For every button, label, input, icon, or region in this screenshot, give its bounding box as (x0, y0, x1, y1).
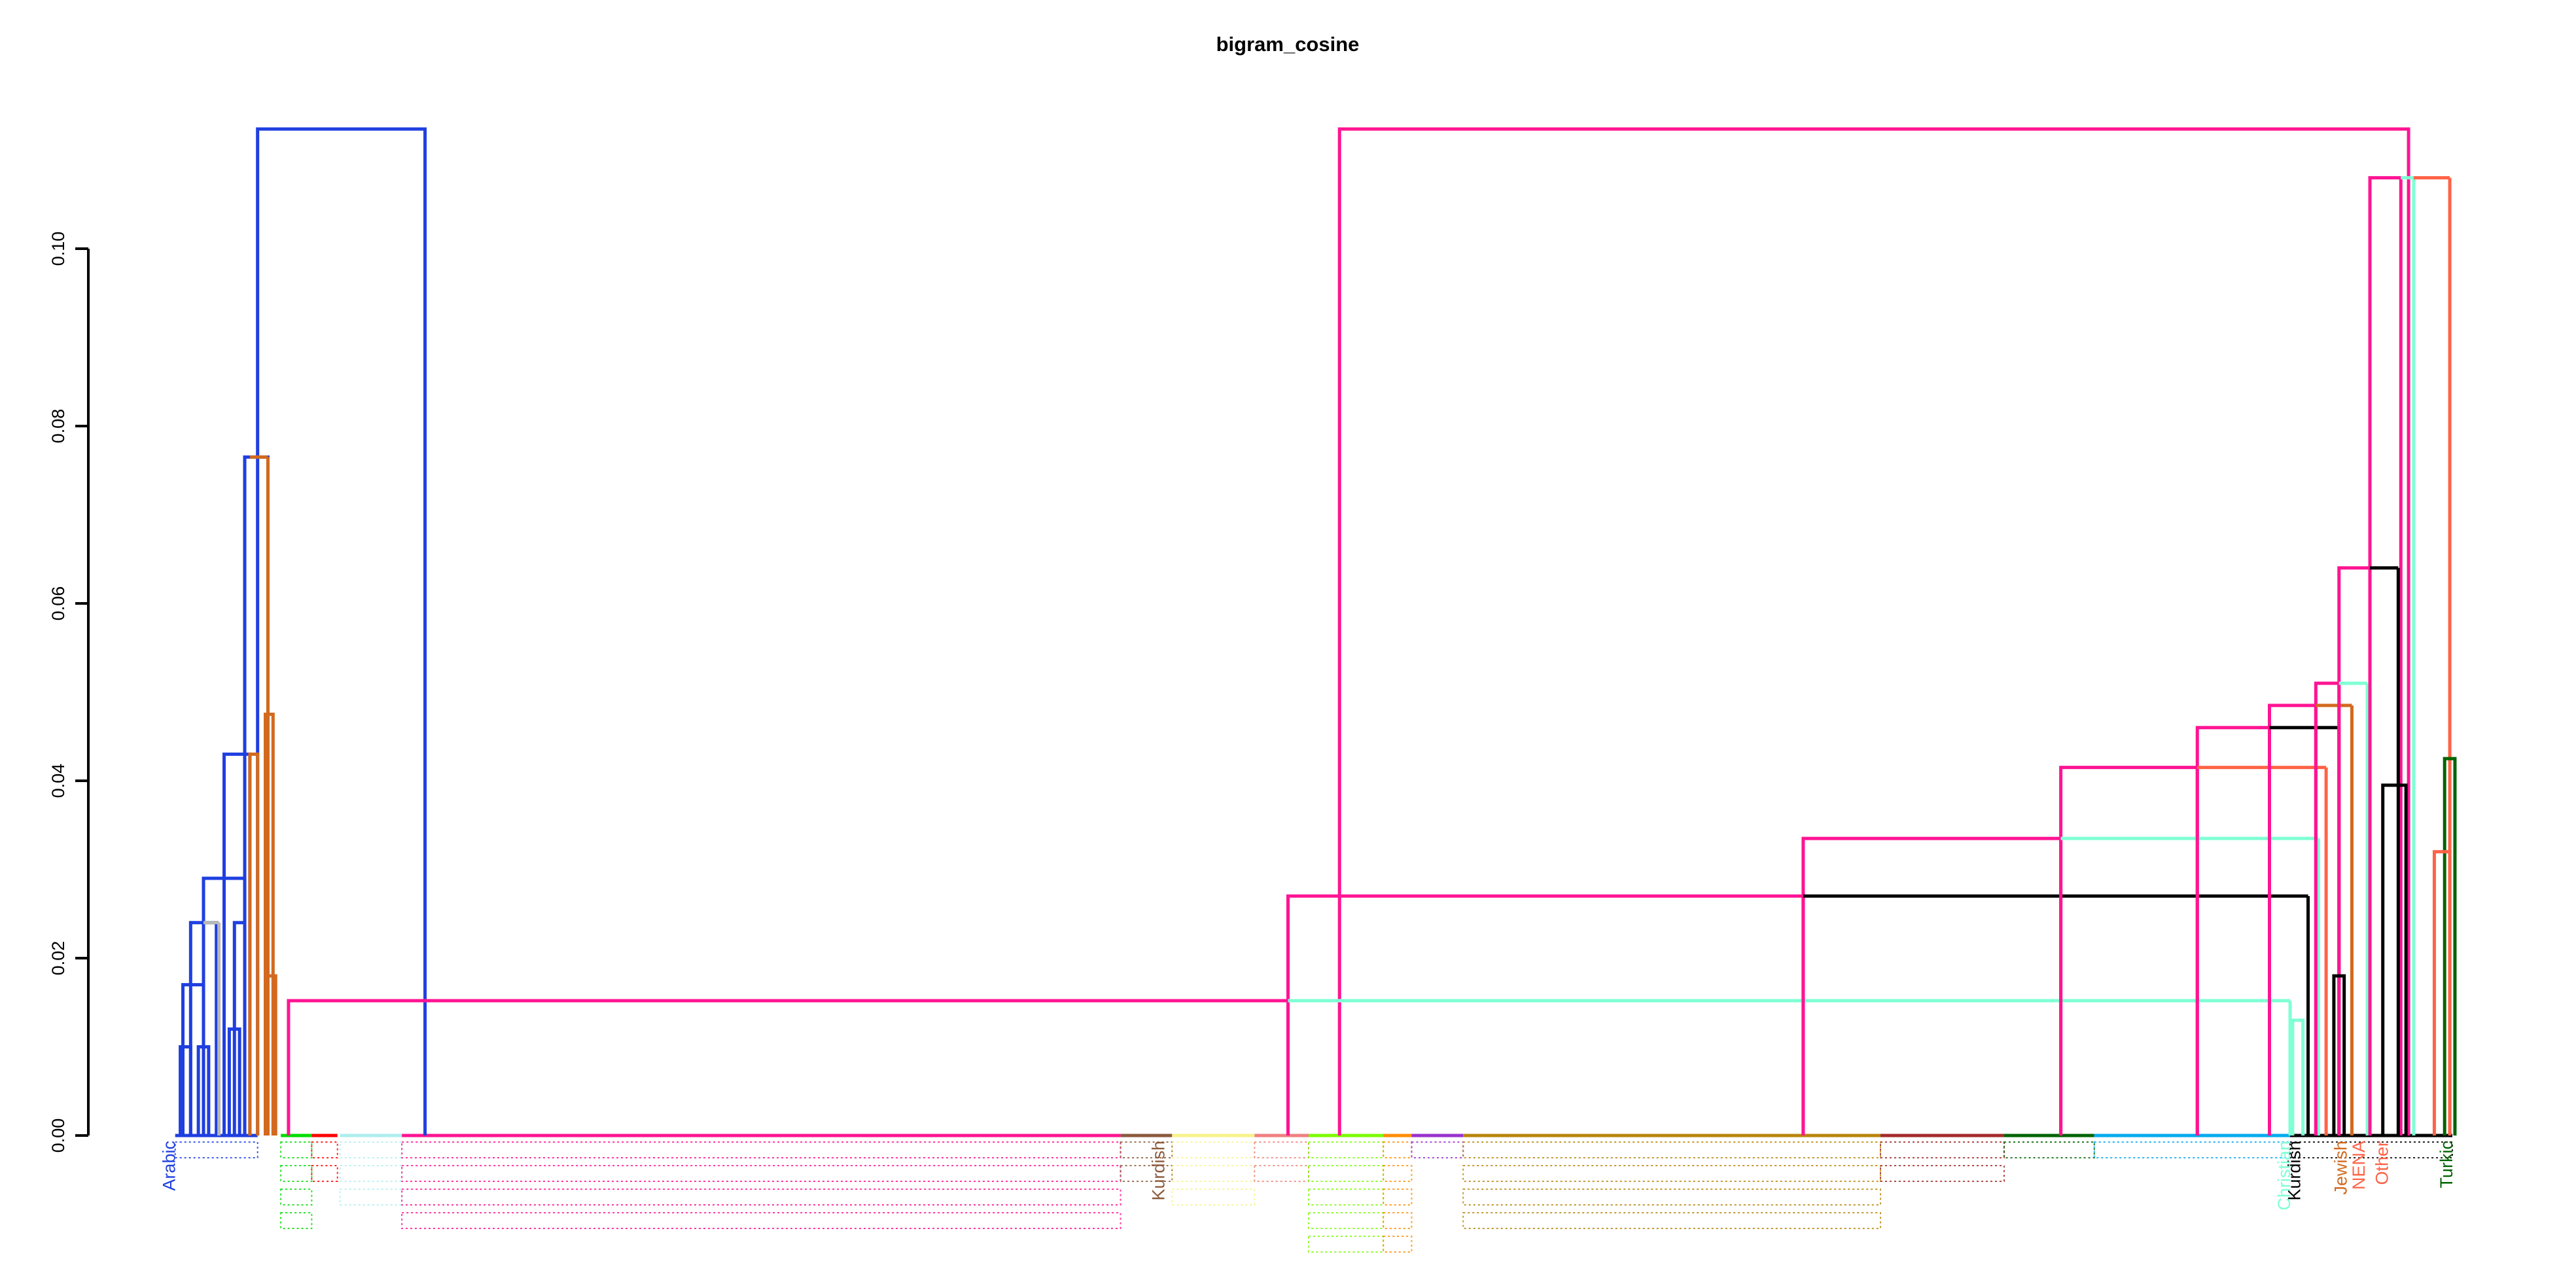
leaf-label-row (1462, 1165, 1882, 1182)
y-tick-label: 0.00 (48, 1118, 68, 1153)
leaf-label-row (339, 1165, 403, 1182)
leaf-label-row (1411, 1141, 1464, 1158)
y-tick-label: 0.04 (48, 764, 68, 798)
leaf-label-row (1307, 1236, 1385, 1253)
leaf-groups (174, 1134, 2454, 1253)
leaf-label-row (1254, 1165, 1309, 1182)
leaf-label-row (401, 1212, 1121, 1229)
leaf-label-row (1383, 1212, 1413, 1229)
branch-link (2291, 1018, 2305, 1136)
branch-link (181, 983, 205, 1136)
branch-link (2443, 757, 2457, 1136)
branch-link (1337, 127, 2410, 1136)
leaf-label: Kurdish (2285, 1141, 2304, 1201)
branch-link (2059, 766, 2199, 1136)
leaf-labels: Arabic Kurdish Kurdish Other Turkic Christian… (160, 1141, 2456, 1211)
branch-link (179, 1045, 192, 1136)
leaf-label-row (401, 1141, 1121, 1158)
branch-link (2332, 974, 2346, 1136)
leaf-label-row (280, 1189, 313, 1206)
leaf-label-row (1462, 1212, 1882, 1229)
leaf-label-row (280, 1212, 313, 1229)
leaf-label-row (339, 1141, 403, 1158)
branch-link (264, 712, 275, 1136)
leaf-label: Other (2373, 1141, 2392, 1185)
leaf-label-row (1307, 1212, 1385, 1229)
branch-link (2381, 783, 2408, 1136)
leaf-label-row (2003, 1141, 2095, 1158)
leaf-label-row (280, 1165, 313, 1182)
leaf-label-row (401, 1165, 1121, 1182)
leaf-label-row (1120, 1141, 1173, 1158)
branch-link (266, 974, 277, 1136)
leaf-label: NENA (2349, 1141, 2369, 1190)
leaf-label: Turkic (2437, 1141, 2456, 1189)
dendrogram-branches (179, 127, 2457, 1136)
leaf-label-row (2093, 1141, 2291, 1158)
leaf-label-row (1383, 1189, 1413, 1206)
leaf-label-row (1307, 1189, 1385, 1206)
leaf-label-row (1307, 1141, 1385, 1158)
leaf-label: Jewish (2331, 1141, 2351, 1195)
branch-link (248, 752, 260, 1136)
branch-link (287, 999, 1290, 1136)
leaf-label-row (174, 1141, 258, 1158)
chart-title: bigram_cosine (1216, 33, 1360, 56)
leaf-label-row (280, 1141, 313, 1158)
leaf-label-row (1383, 1236, 1413, 1253)
leaf-label: Arabic (160, 1141, 179, 1191)
leaf-label-row (311, 1141, 338, 1158)
leaf-label: Christian (2274, 1141, 2294, 1211)
branch-link (2195, 726, 2271, 1136)
leaf-label-row (1383, 1141, 1413, 1158)
leaf-label-row (1171, 1141, 1256, 1158)
y-tick-label: 0.08 (48, 409, 68, 444)
y-axis: 0.00 0.02 0.04 0.06 0.08 0.10 (48, 232, 90, 1153)
y-tick-label: 0.10 (48, 232, 68, 266)
branch-link (2432, 850, 2452, 1136)
leaf-label-row (1171, 1165, 1256, 1182)
leaf-label-row (311, 1165, 338, 1182)
branch-link (256, 127, 427, 1136)
leaf-label-row (401, 1189, 1121, 1206)
leaf-label-row (1880, 1165, 2005, 1182)
leaf-label-row (1120, 1165, 1173, 1182)
leaf-label-row (1307, 1165, 1385, 1182)
branch-link (1801, 836, 2063, 1136)
y-tick-label: 0.06 (48, 586, 68, 621)
branch-link (2368, 176, 2403, 1136)
leaf-label-row (339, 1189, 403, 1206)
leaf-label-row (1171, 1189, 1256, 1206)
branch-link (1286, 894, 1805, 1136)
leaf-label-row (1462, 1141, 1882, 1158)
leaf-label-row (1383, 1165, 1413, 1182)
leaf-label: Kurdish (1149, 1141, 1169, 1201)
y-tick-label: 0.02 (48, 941, 68, 976)
leaf-label-row (1462, 1189, 1882, 1206)
leaf-label-row (1880, 1141, 2005, 1158)
leaf-label-row (1254, 1141, 1309, 1158)
branch-link (196, 1045, 211, 1136)
branch-link (227, 1027, 241, 1136)
leaf-label-row (2289, 1141, 2454, 1158)
